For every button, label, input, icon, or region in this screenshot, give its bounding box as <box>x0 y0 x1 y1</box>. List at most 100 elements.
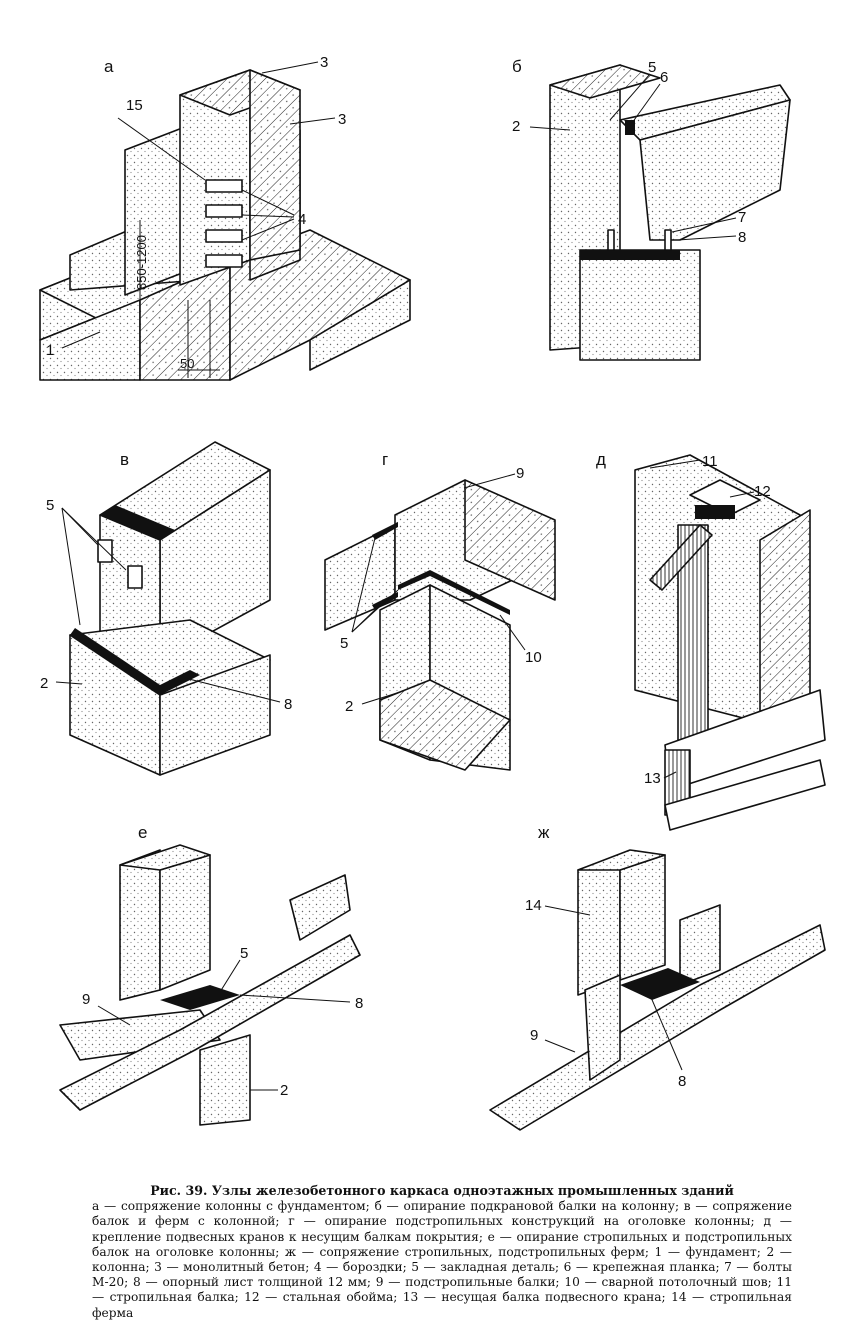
callout-v-8: 8 <box>284 696 292 713</box>
embed-side-1 <box>97 539 113 563</box>
column-b-lower <box>579 249 701 361</box>
leader-v-5c <box>61 507 81 626</box>
leader-e-8 <box>239 994 351 1003</box>
panel-label-d: д <box>596 450 606 469</box>
panel-a: а 850-1200 50 3 15 3 <box>39 54 411 381</box>
grooves <box>205 179 243 268</box>
callout-a-3-top: 3 <box>320 54 328 71</box>
callout-a-1: 1 <box>46 342 54 359</box>
bolt-2 <box>664 229 672 251</box>
callout-a-15: 15 <box>126 97 143 114</box>
truss-zh-side <box>619 854 666 981</box>
callout-g-10: 10 <box>525 649 542 666</box>
foundation-right-face <box>309 279 411 371</box>
leader-a-4a <box>241 189 295 216</box>
leader-b-7 <box>671 217 737 233</box>
callout-b-6: 6 <box>660 69 668 86</box>
rafter-beam-e <box>59 1009 221 1061</box>
truss-zh-front <box>577 854 621 996</box>
leader-b-8 <box>677 235 737 241</box>
callout-v-2: 2 <box>40 675 48 692</box>
leader-g-5c <box>351 589 399 633</box>
dimension-gap: 50 <box>180 356 194 371</box>
panel-label-zh: ж <box>538 823 550 842</box>
callout-zh-9: 9 <box>530 1027 538 1044</box>
callout-d-11: 11 <box>702 453 718 470</box>
leader-e-9 <box>97 1005 131 1026</box>
callout-b-5: 5 <box>648 59 656 76</box>
truss-e-side <box>159 854 211 991</box>
callout-b-7: 7 <box>738 209 746 226</box>
truss-zh-post <box>584 974 621 1081</box>
truss-zh-rear <box>679 904 721 986</box>
callout-e-8: 8 <box>355 995 363 1012</box>
dimension-depth: 850-1200 <box>134 235 149 290</box>
embed-g-1 <box>372 522 398 540</box>
truss-e-front <box>119 849 161 1001</box>
leader-e-5 <box>214 959 241 1001</box>
caption-title: Рис. 39. Узлы железобетонного каркаса од… <box>150 1183 734 1198</box>
column-e <box>199 1034 251 1126</box>
panel-e: е 5 9 8 2 <box>59 823 363 1126</box>
callout-g-2: 2 <box>345 698 353 715</box>
leader-a-15 <box>117 117 206 181</box>
column-b-top <box>549 64 661 99</box>
leader-zh-14 <box>544 905 591 916</box>
leader-v-8 <box>184 677 281 703</box>
steel-sleeve <box>695 505 735 519</box>
truss-e-top <box>119 844 211 871</box>
figure-caption: Рис. 39. Узлы железобетонного каркаса од… <box>92 1183 792 1321</box>
callout-e-2: 2 <box>280 1082 288 1099</box>
figure-drawing: а 850-1200 50 3 15 3 <box>39 54 826 1131</box>
panel-v: в 5 2 8 <box>40 441 292 776</box>
callout-a-3: 3 <box>338 111 346 128</box>
leader-b-5 <box>609 73 651 121</box>
callout-v-5: 5 <box>46 497 54 514</box>
callout-zh-14: 14 <box>525 897 542 914</box>
truss-zh-top <box>577 849 666 871</box>
leader-a-4c <box>241 218 295 241</box>
callout-g-9: 9 <box>516 465 524 482</box>
sub-rafter-e <box>59 934 361 1111</box>
panel-label-b: б <box>512 57 522 76</box>
leader-d-11 <box>649 459 701 469</box>
leader-d-12 <box>729 491 755 498</box>
callout-a-4: 4 <box>298 211 306 228</box>
leader-d-13 <box>663 771 677 779</box>
callout-zh-8: 8 <box>678 1073 686 1090</box>
leader-g-5a <box>351 537 376 633</box>
callout-e-5: 5 <box>240 945 248 962</box>
fixing-plate <box>625 120 635 135</box>
leader-g-2 <box>361 691 401 705</box>
plate-b <box>580 250 680 260</box>
callout-d-13: 13 <box>644 770 661 787</box>
panel-label-e: е <box>138 823 147 842</box>
callout-g-5: 5 <box>340 635 348 652</box>
leader-zh-9 <box>544 1039 576 1053</box>
leader-a-4b <box>241 214 295 218</box>
column-g-section <box>379 679 511 771</box>
leader-b-6 <box>631 83 661 124</box>
crane-beam-bottom <box>664 759 826 831</box>
beam-e-end <box>289 874 351 941</box>
leader-v-2 <box>55 681 83 685</box>
leader-a-1 <box>61 331 101 349</box>
leader-zh-8 <box>649 994 683 1071</box>
beam-section <box>464 479 556 601</box>
leader-g-9 <box>463 473 516 489</box>
plate-zh <box>620 968 700 1000</box>
panel-d: д 11 12 13 <box>596 450 826 831</box>
callout-d-12: 12 <box>754 483 771 500</box>
panel-label-a: а <box>104 57 114 76</box>
panel-b: б 5 6 2 7 8 <box>512 57 791 361</box>
leader-g-10 <box>499 614 526 651</box>
caption-body: а — сопряжение колонны с фундаментом; б … <box>92 1199 792 1320</box>
plate-v <box>70 628 200 695</box>
embed-side-2 <box>127 565 143 589</box>
column-side <box>249 69 301 261</box>
bolt-1 <box>607 229 615 251</box>
leader-a-3-top <box>261 61 319 74</box>
panel-zh: ж 14 9 8 <box>489 823 826 1131</box>
leader-v-5b <box>61 507 127 571</box>
panel-g: г 9 5 10 2 <box>324 450 556 771</box>
